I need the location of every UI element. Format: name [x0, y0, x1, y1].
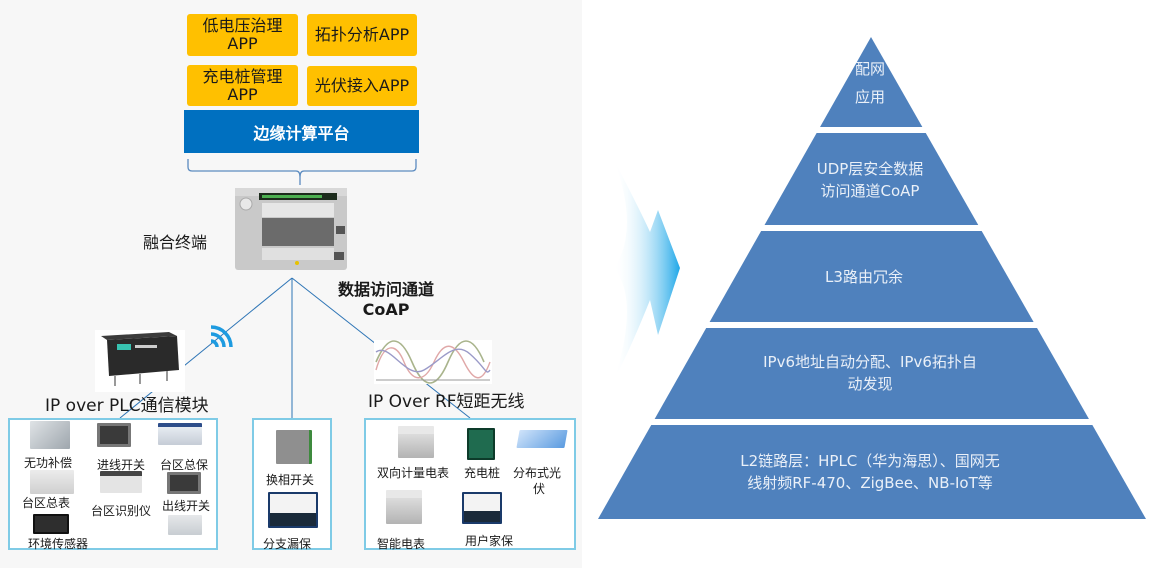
device-label: 分支漏保 [263, 537, 312, 551]
device-label: 无功补偿 [24, 456, 73, 470]
plc-module-label: IP over PLC通信模块 [45, 396, 209, 416]
device-label: 台区总表 [22, 496, 71, 510]
pyramid-text-line: 配网 [854, 60, 886, 78]
app-label: 拓扑分析APP [314, 25, 410, 44]
device-label: 分布式光 [513, 466, 562, 480]
pyramid-text-line: 访问通道CoAP [820, 182, 920, 200]
fusion-terminal-image [235, 188, 347, 270]
pyramid-layer-ipv6 [654, 328, 1089, 419]
app-topology: 拓扑分析APP [307, 14, 417, 56]
pyramid-layer-udp-coap [764, 133, 979, 225]
device-label: 伏 [533, 482, 546, 496]
device-image [167, 472, 201, 494]
device-label: 出线开关 [162, 499, 211, 513]
app-label: APP [227, 34, 258, 53]
coap-channel-label: 数据访问通道 CoAP [338, 280, 434, 320]
device-image [100, 471, 142, 493]
pyramid-layer-l2-link [598, 425, 1146, 519]
pyramid-text-line: L3路由冗余 [825, 268, 903, 286]
device-label: 进线开关 [97, 458, 146, 472]
app-label: 光伏接入APP [314, 76, 410, 95]
pyramid-level-ipv6: IPv6地址自动分配、IPv6拓扑自 动发现 [763, 351, 977, 395]
fusion-terminal-label: 融合终端 [143, 233, 208, 252]
device-label: 充电桩 [464, 466, 501, 480]
device-image [268, 492, 318, 528]
device-image [30, 421, 70, 449]
device-image [168, 515, 202, 535]
device-image [467, 428, 495, 460]
device-label: 台区识别仪 [91, 504, 152, 518]
device-image [386, 490, 422, 524]
pyramid-level-l3-routing: L3路由冗余 [825, 266, 903, 288]
wireless-signal-icon [210, 325, 233, 348]
app-label: 充电桩管理 [202, 66, 283, 86]
app-pv-access: 光伏接入APP [307, 66, 417, 106]
app-low-voltage: 低电压治理 APP [187, 14, 298, 56]
app-label: 低电压治理 [202, 16, 283, 35]
rf-module-label: IP Over RF短距无线 [368, 392, 525, 412]
pyramid-text-line: L2链路层：HPLC（华为海思）、国网无 [740, 452, 1000, 470]
pyramid-level-udp-coap: UDP层安全数据 访问通道CoAP [817, 158, 924, 202]
device-label: 用户家保 [465, 534, 514, 548]
device-image [276, 430, 312, 464]
pyramid-layer-l3-routing [709, 231, 1034, 322]
edge-computing-platform: 边缘计算平台 [184, 110, 419, 153]
coap-line1: 数据访问通道 [338, 280, 435, 299]
device-image [158, 423, 202, 445]
device-image [30, 470, 74, 494]
device-image [33, 514, 69, 534]
brace-connector [187, 159, 417, 185]
device-label: 智能电表 [377, 537, 426, 551]
device-label: 换相开关 [266, 473, 315, 487]
device-image [97, 423, 131, 447]
app-charging-pile: 充电桩管理 APP [187, 65, 298, 106]
pyramid-text-line: 应用 [854, 88, 886, 106]
pyramid-text-line: 动发现 [847, 375, 893, 393]
device-label: 台区总保 [160, 458, 209, 472]
device-image [462, 492, 502, 524]
device-label: 双向计量电表 [377, 466, 450, 480]
pyramid-text-line: 线射频RF-470、ZigBee、NB-IoT等 [747, 474, 993, 492]
gradient-arrow-icon [614, 160, 680, 380]
app-label: APP [227, 84, 258, 104]
device-label: 环境传感器 [28, 537, 89, 551]
pyramid-text-line: UDP层安全数据 [816, 160, 924, 178]
pyramid-level-application: 配网 应用 [855, 58, 885, 108]
pyramid-level-l2-link: L2链路层：HPLC（华为海思）、国网无 线射频RF-470、ZigBee、NB… [740, 450, 1000, 494]
coap-line2: CoAP [362, 300, 410, 319]
platform-label: 边缘计算平台 [253, 123, 350, 143]
device-image [398, 426, 434, 458]
pyramid-layer-application [820, 37, 923, 127]
plc-module-image [95, 330, 185, 392]
rf-waveform-image [374, 340, 492, 384]
pyramid-text-line: IPv6地址自动分配、IPv6拓扑自 [763, 353, 977, 371]
